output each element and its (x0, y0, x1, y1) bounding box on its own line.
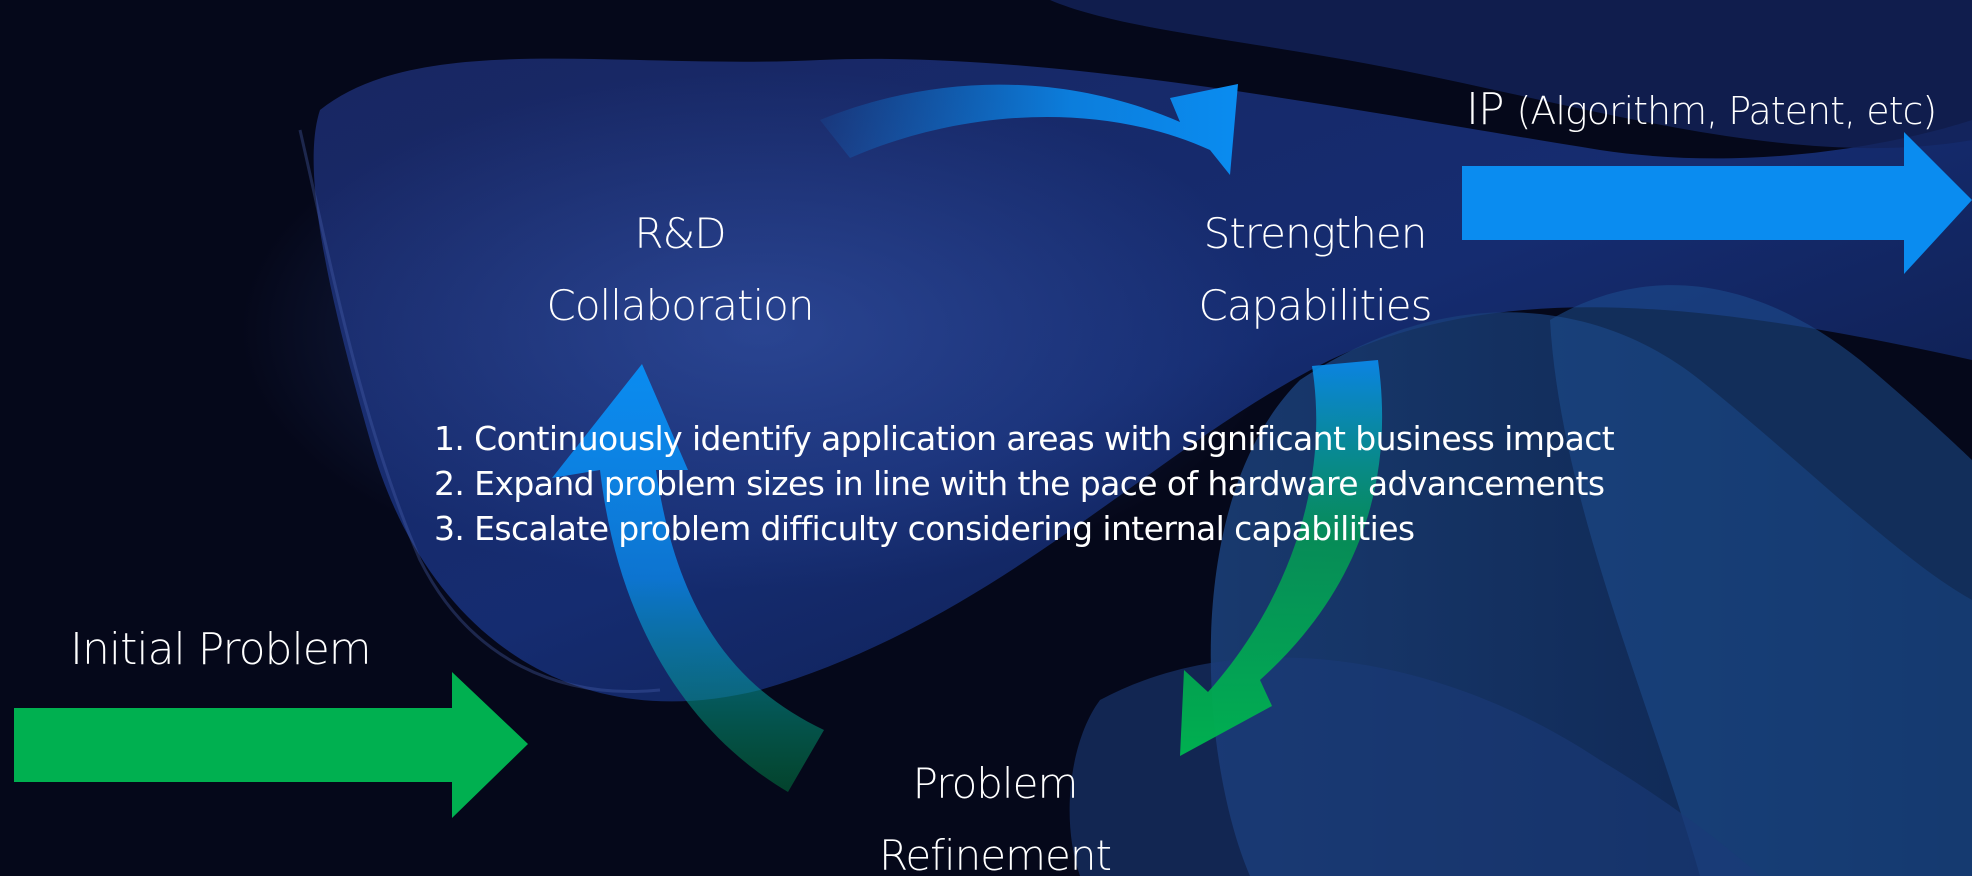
ip-output-label: IP (Algorithm, Patent, etc) (1466, 84, 1972, 135)
node-problem-refinement: Problem Refinement (840, 748, 1150, 876)
initial-problem-label: Initial Problem (70, 624, 372, 675)
node-strengthen-capabilities: Strengthen Capabilities (1150, 198, 1480, 342)
node-rd-collaboration: R&D Collaboration (520, 198, 840, 342)
step-item-2: 2. Expand problem sizes in line with the… (434, 464, 1605, 503)
ip-label-main: IP (1466, 84, 1505, 135)
node-rd-line1: R&D (634, 209, 726, 258)
node-sc-line1: Strengthen (1203, 209, 1428, 258)
steps-list: 1. Continuously identify application are… (434, 416, 1615, 551)
node-pr-line2: Refinement (879, 831, 1112, 876)
ip-label-detail: (Algorithm, Patent, etc) (1516, 89, 1938, 133)
node-sc-line2: Capabilities (1198, 281, 1433, 330)
initial-problem-arrow (14, 672, 528, 818)
arrow-refinement-to-rd (552, 364, 824, 792)
step-item-3: 3. Escalate problem difficulty consideri… (434, 509, 1415, 548)
arrow-strengthen-to-refinement (1180, 360, 1383, 756)
ip-output-arrow (1462, 132, 1972, 274)
step-item-1: 1. Continuously identify application are… (434, 419, 1615, 458)
node-rd-line2: Collaboration (546, 281, 815, 330)
arrow-rd-to-strengthen (820, 84, 1238, 175)
node-pr-line1: Problem (912, 759, 1079, 808)
